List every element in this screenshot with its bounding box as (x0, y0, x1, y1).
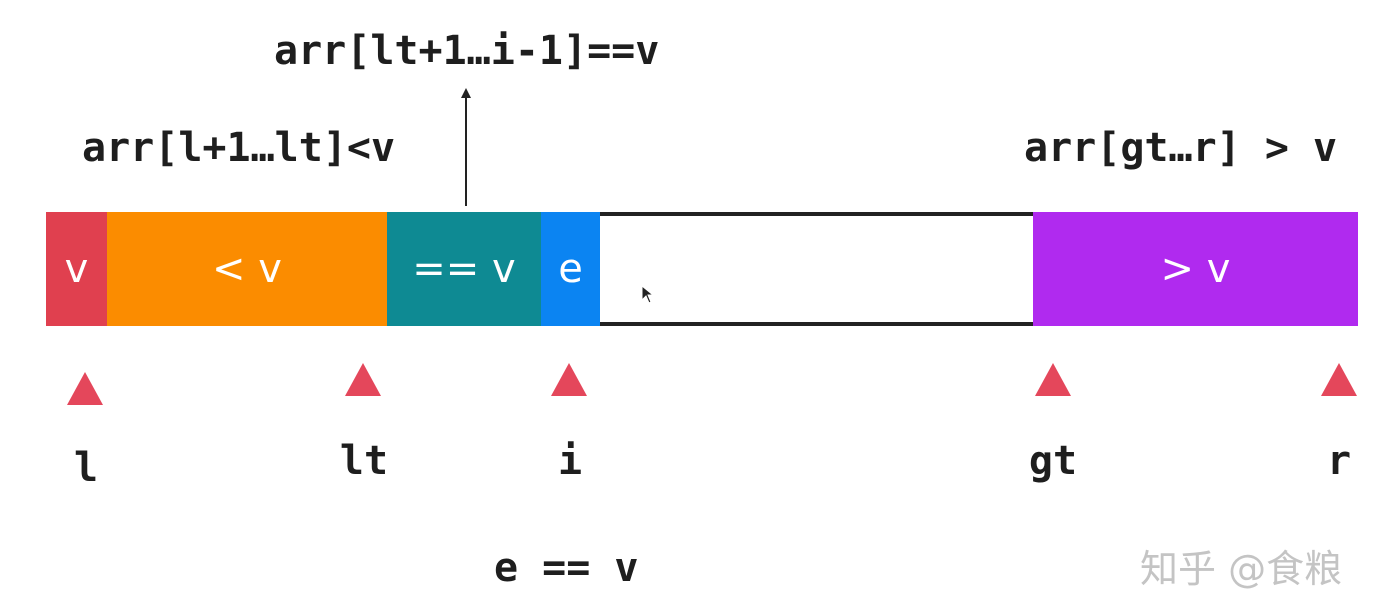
pointer-label-gt: gt (1028, 438, 1078, 484)
pointer-label-r: r (1326, 438, 1352, 484)
pointer-marker-r (1321, 363, 1357, 396)
equal-range-annotation: arr[lt+1…i-1]==v (274, 28, 660, 74)
pointer-label-i: i (557, 438, 583, 484)
up-arrow-icon (461, 88, 471, 206)
current-element-segment: e (541, 212, 600, 326)
current-condition-annotation: e == v (494, 545, 639, 591)
pivot-segment: v (46, 212, 107, 326)
equal-segment: == v (387, 212, 541, 326)
pointer-marker-lt (345, 363, 381, 396)
mouse-cursor-icon (641, 285, 655, 304)
pointer-marker-i (551, 363, 587, 396)
greater-range-annotation: arr[gt…r] > v (1024, 125, 1338, 171)
pointer-label-l: l (73, 445, 99, 491)
less-than-segment: < v (107, 212, 387, 326)
array-bar: v < v == v e > v (46, 212, 1358, 326)
unprocessed-segment (600, 212, 1033, 326)
pointer-marker-l (67, 372, 103, 405)
pointer-marker-gt (1035, 363, 1071, 396)
watermark: 知乎 @食粮 (1140, 547, 1343, 591)
greater-than-segment: > v (1033, 212, 1358, 326)
less-range-annotation: arr[l+1…lt]<v (82, 125, 396, 171)
pointer-label-lt: lt (339, 438, 389, 484)
